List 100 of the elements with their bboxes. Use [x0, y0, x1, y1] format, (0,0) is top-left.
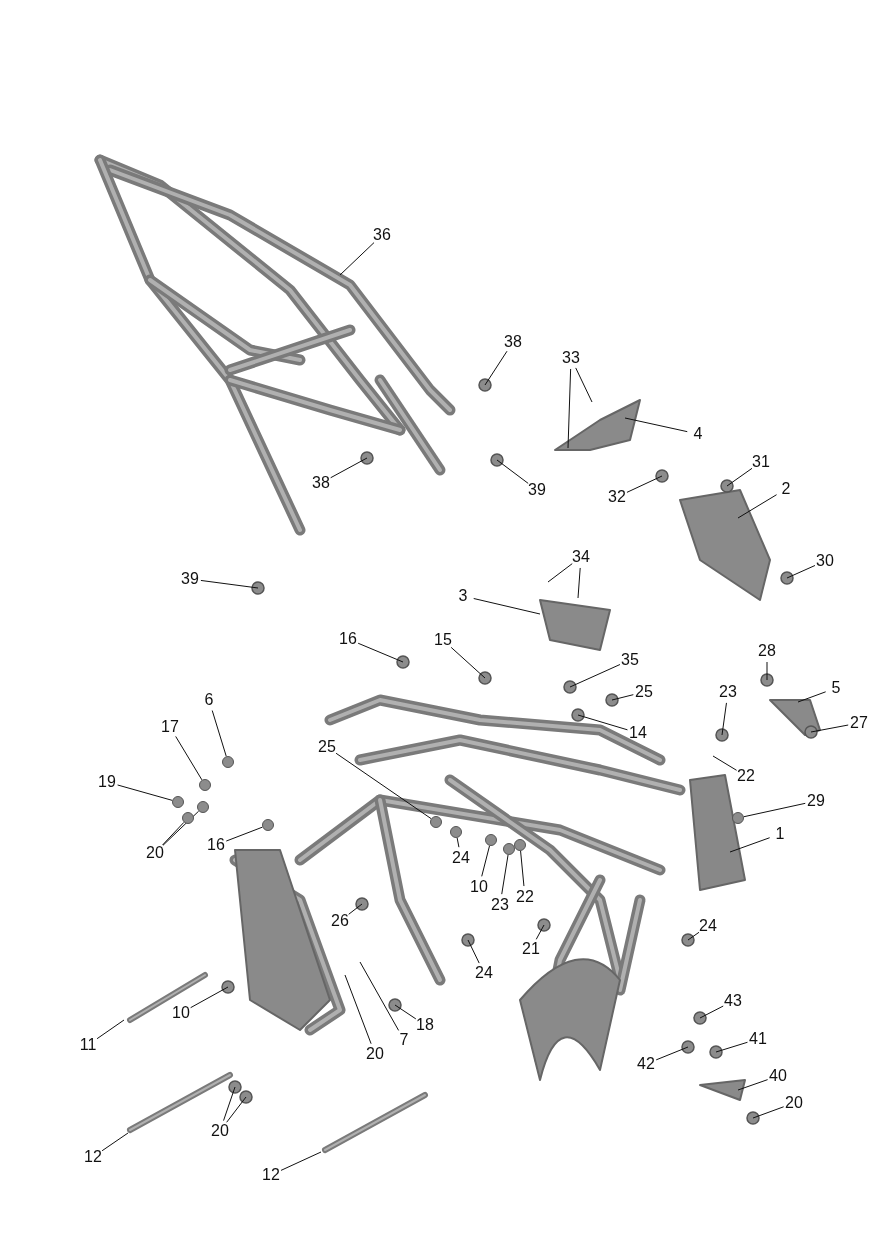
leader-line: [712, 755, 738, 771]
leader-line: [226, 1096, 247, 1123]
callout-number: 15: [434, 632, 452, 648]
leader-line: [699, 1005, 724, 1019]
callout-number: 6: [204, 692, 214, 708]
leader-line: [450, 646, 486, 679]
leader-line: [535, 924, 545, 940]
leader-line: [624, 417, 688, 433]
callout-number: 1: [775, 826, 785, 842]
callout-number: 40: [769, 1068, 787, 1084]
callout-number: 27: [850, 715, 868, 731]
leader-line: [687, 931, 700, 941]
leader-line: [223, 1086, 236, 1122]
callout-number: 39: [528, 482, 546, 498]
callout-number: 25: [318, 739, 336, 755]
leader-line: [348, 903, 363, 915]
leader-line: [569, 664, 621, 688]
leader-line: [357, 642, 404, 663]
leader-line: [473, 598, 541, 615]
leader-line: [190, 986, 229, 1009]
leader-line: [501, 854, 509, 895]
leader-line: [737, 1079, 769, 1091]
callout-number: 41: [749, 1031, 767, 1047]
callout-number: 38: [312, 475, 330, 491]
callout-number: 23: [719, 684, 737, 700]
callout-number: 20: [785, 1095, 803, 1111]
leader-line: [786, 565, 816, 579]
leader-line: [200, 579, 259, 589]
callout-number: 36: [373, 227, 391, 243]
leader-line: [330, 457, 368, 479]
callout-number: 24: [699, 918, 717, 934]
leader-line: [797, 691, 827, 703]
callout-number: 16: [207, 837, 225, 853]
leader-line: [721, 702, 727, 736]
callout-number: 11: [79, 1037, 97, 1053]
callout-number: 10: [470, 879, 488, 895]
fastener-part: [449, 825, 462, 838]
callout-number: 23: [491, 897, 509, 913]
leader-line: [567, 368, 572, 449]
callout-number: 32: [608, 489, 626, 505]
fastener-part: [196, 800, 209, 813]
leader-line: [547, 563, 573, 583]
callout-number: 22: [737, 768, 755, 784]
fastener-part: [181, 811, 194, 824]
leader-line: [655, 1046, 689, 1061]
leader-line: [737, 494, 778, 519]
callout-number: 12: [262, 1167, 280, 1183]
fastener-part: [198, 778, 211, 791]
leader-line: [715, 1041, 748, 1053]
callout-number: 18: [416, 1017, 434, 1033]
fastener-part: [484, 833, 497, 846]
leader-line: [344, 974, 372, 1045]
leader-line: [575, 367, 593, 403]
callout-number: 14: [629, 725, 647, 741]
leader-line: [496, 459, 529, 484]
callout-number: 28: [758, 643, 776, 659]
callout-number: 26: [331, 913, 349, 929]
leader-line: [810, 724, 849, 733]
leader-line: [766, 661, 768, 681]
fastener-part: [171, 795, 184, 808]
leader-line: [467, 939, 480, 964]
callout-number: 33: [562, 350, 580, 366]
callout-number: 35: [621, 652, 639, 668]
leader-line: [101, 1132, 129, 1152]
callout-number: 24: [475, 965, 493, 981]
leader-line: [162, 821, 185, 846]
callout-number: 5: [831, 680, 841, 696]
callout-number: 29: [807, 793, 825, 809]
fastener-part: [261, 818, 274, 831]
leader-line: [726, 467, 753, 487]
callout-number: 25: [635, 684, 653, 700]
leader-line: [96, 1019, 125, 1040]
leader-line: [743, 802, 806, 818]
callout-number: 17: [161, 719, 179, 735]
callout-number: 31: [752, 454, 770, 470]
callout-number: 34: [572, 549, 590, 565]
leader-line: [117, 784, 173, 801]
leader-line: [456, 837, 460, 848]
leader-line: [484, 350, 508, 386]
leader-line: [752, 1106, 785, 1119]
fastener-part: [513, 838, 526, 851]
callout-number: 10: [172, 1005, 190, 1021]
leader-line: [280, 1151, 322, 1171]
leader-line: [729, 837, 771, 853]
leader-line: [225, 826, 263, 842]
callout-number: 22: [516, 889, 534, 905]
callout-number: 20: [146, 845, 164, 861]
callout-number: 7: [399, 1032, 409, 1048]
callout-number: 39: [181, 571, 199, 587]
fastener-part: [502, 842, 515, 855]
leader-line: [211, 710, 227, 757]
callout-number: 38: [504, 334, 522, 350]
callout-number: 4: [693, 426, 703, 442]
leader-line: [577, 567, 581, 599]
callout-number: 2: [781, 481, 791, 497]
leader-line: [394, 1004, 417, 1020]
callout-number: 21: [522, 941, 540, 957]
leader-line: [577, 714, 628, 731]
callout-number: 20: [366, 1046, 384, 1062]
leader-line: [359, 961, 400, 1031]
